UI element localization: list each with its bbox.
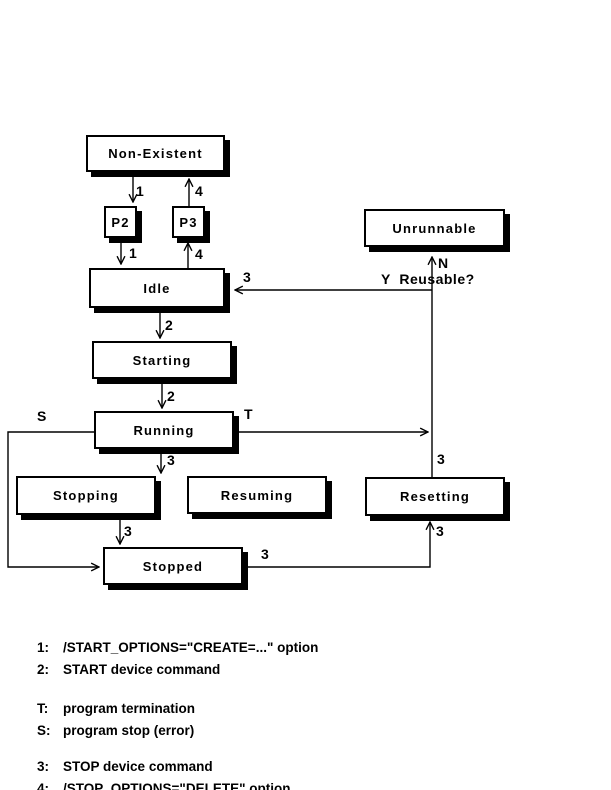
legend-text: STOP device command	[63, 758, 213, 774]
legend-item-2: 2: START device command	[22, 649, 220, 690]
legend-text: START device command	[63, 661, 221, 677]
legend-item-3: 3: STOP device command	[22, 746, 213, 787]
node-starting: Starting	[92, 341, 232, 379]
edge-label-t: T	[244, 406, 254, 422]
legend-key: T:	[37, 700, 49, 716]
legend-key: 1:	[37, 639, 50, 655]
node-stopping: Stopping	[16, 476, 156, 515]
legend-text: program termination	[63, 700, 196, 716]
edge-label-s: S	[37, 408, 47, 424]
legend-key: 3:	[37, 758, 50, 774]
node-p3: P3	[172, 206, 205, 238]
edge-stopped-to-resetting	[248, 522, 430, 568]
node-p2: P2	[104, 206, 137, 238]
legend-text: /STOP_OPTIONS="DELETE" option	[63, 780, 291, 790]
edge-label-4b: 4	[195, 246, 204, 262]
edge-label-3-idle: 3	[243, 269, 252, 285]
legend-item-s: S: program stop (error)	[22, 710, 194, 751]
edge-label-3-stopped: 3	[261, 546, 270, 562]
legend-text: program stop (error)	[63, 722, 195, 738]
legend-item-t: T: program termination	[22, 688, 195, 729]
edge-label-reusable: Y Reusable?	[381, 271, 475, 287]
legend-item-1: 1: /START_OPTIONS="CREATE=..." option	[22, 627, 318, 668]
node-non-existent: Non-Existent	[86, 135, 225, 172]
node-resuming: Resuming	[187, 476, 327, 514]
edge-label-1b: 1	[129, 245, 138, 261]
edge-label-2b: 2	[167, 388, 176, 404]
edge-s-running-to-stopped	[7, 431, 99, 567]
node-unrunnable: Unrunnable	[364, 209, 505, 247]
edge-label-n: N	[438, 255, 449, 271]
legend-key: 2:	[37, 661, 50, 677]
edge-label-3-reset-up: 3	[437, 451, 446, 467]
legend-item-4: 4: /STOP_OPTIONS="DELETE" option	[22, 768, 290, 790]
edge-label-2a: 2	[165, 317, 174, 333]
legend-text: /START_OPTIONS="CREATE=..." option	[63, 639, 319, 655]
edge-label-3-running: 3	[167, 452, 176, 468]
legend-key: S:	[37, 722, 51, 738]
edge-label-1a: 1	[136, 183, 145, 199]
node-resetting: Resetting	[365, 477, 505, 516]
legend-key: 4:	[37, 780, 50, 790]
edge-label-3-stopping: 3	[124, 523, 133, 539]
node-idle: Idle	[89, 268, 225, 308]
node-stopped: Stopped	[103, 547, 243, 585]
edge-label-4a: 4	[195, 183, 204, 199]
node-running: Running	[94, 411, 234, 449]
edge-label-3-reset-in: 3	[436, 523, 445, 539]
